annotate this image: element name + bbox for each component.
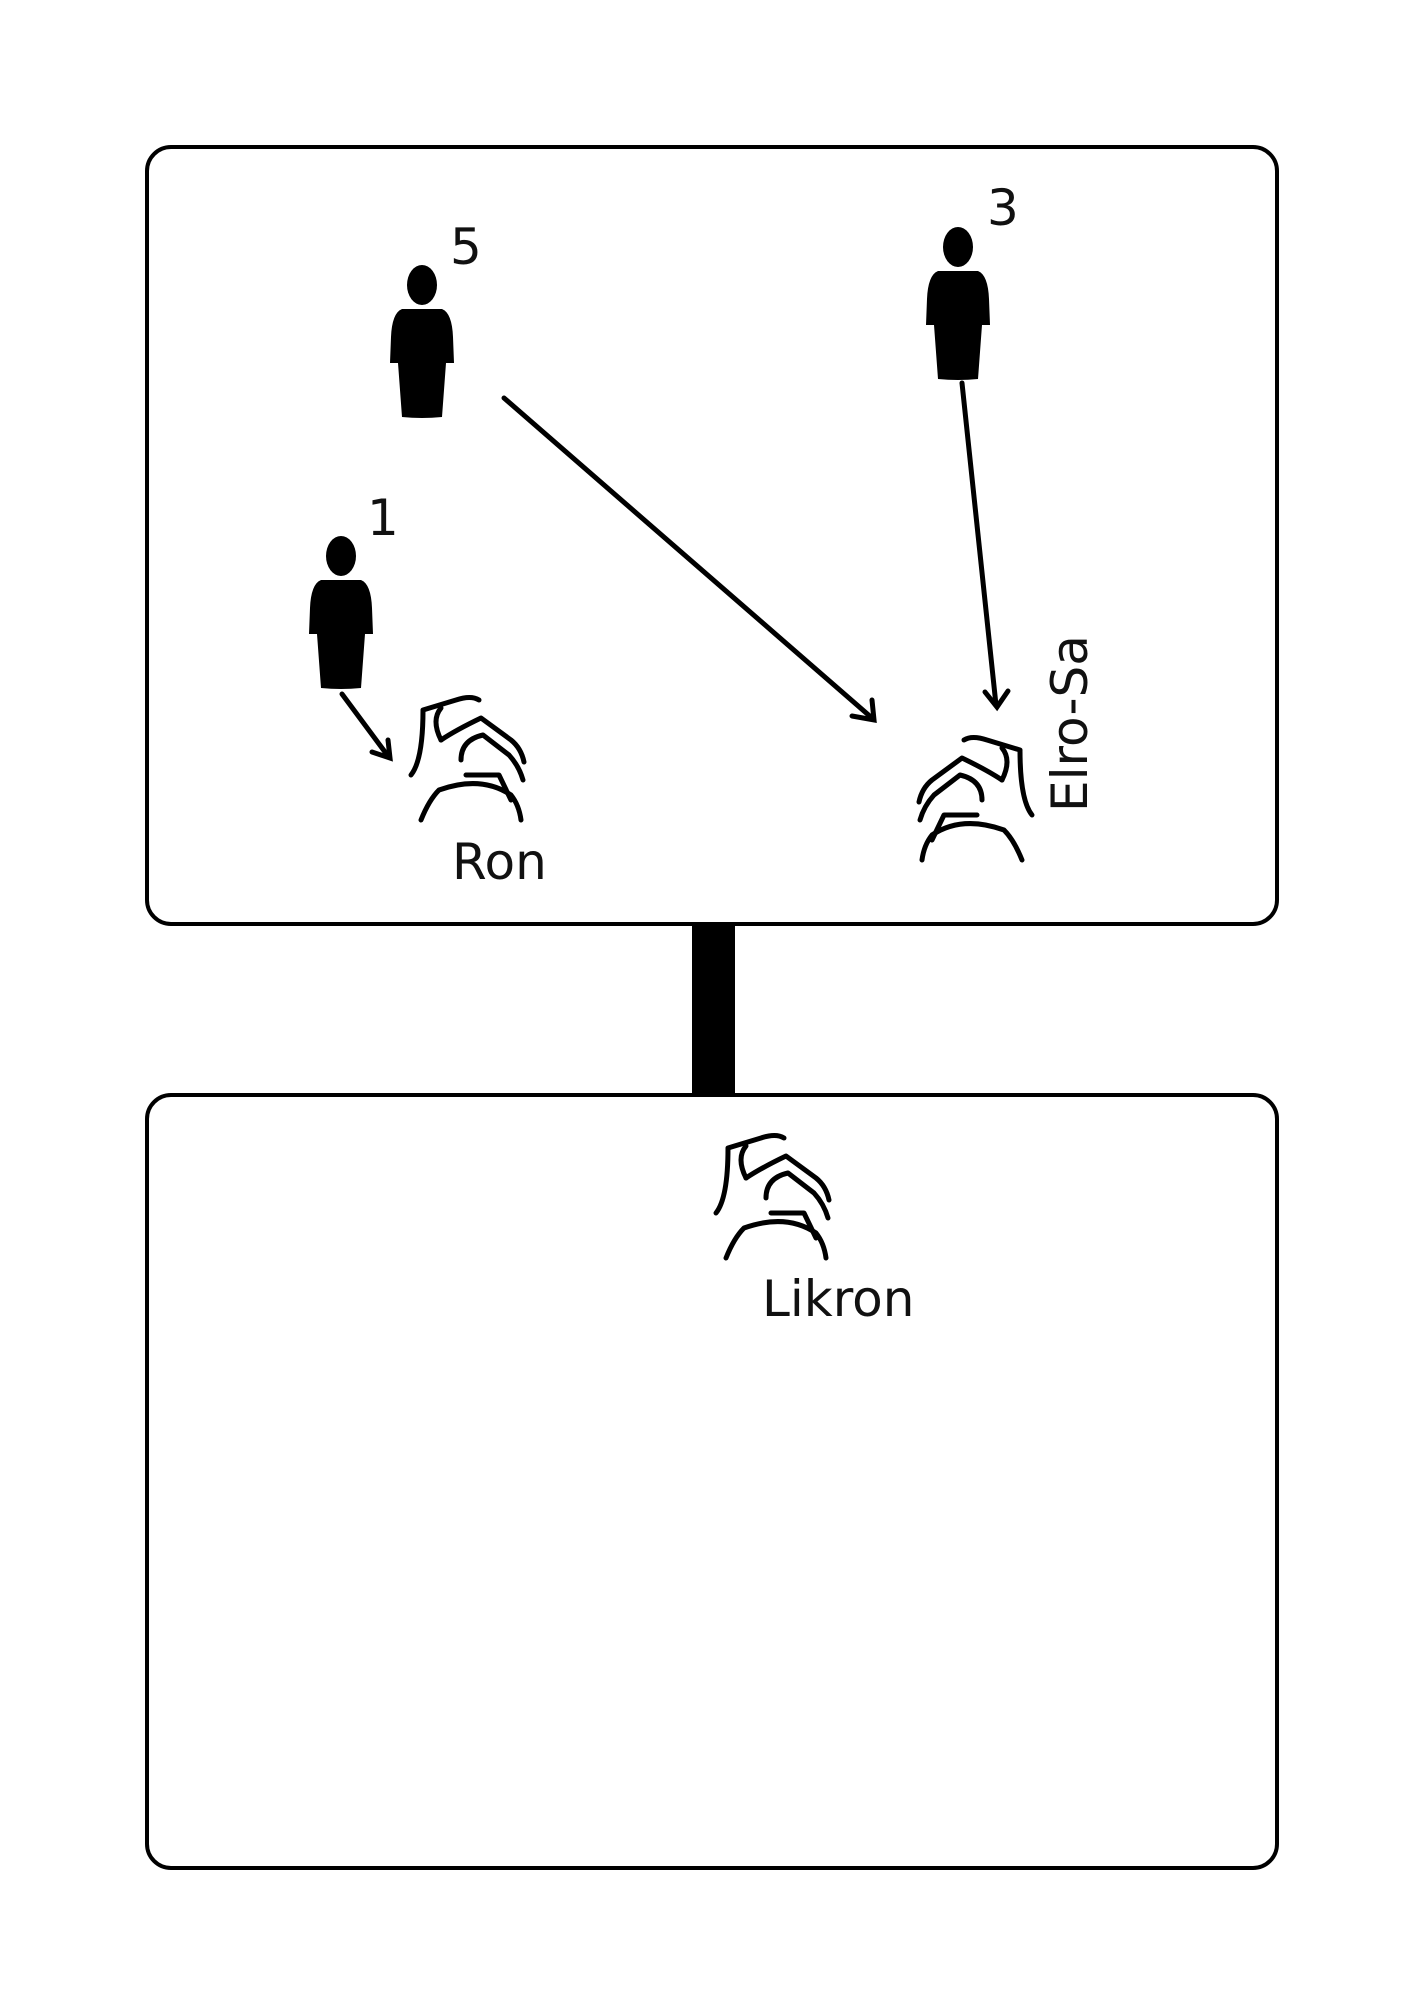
person-number: 1 xyxy=(367,489,399,547)
person-icon xyxy=(309,536,373,689)
hand-label-likron: Likron xyxy=(762,1270,915,1328)
person-number: 3 xyxy=(987,179,1019,237)
hand-icon xyxy=(919,738,1032,861)
arrow-5-to-elro-sa xyxy=(501,395,875,721)
arrowhead-icon xyxy=(982,688,1011,712)
top-panel xyxy=(145,145,1279,926)
person-icon xyxy=(926,227,990,380)
person-number: 5 xyxy=(450,218,482,276)
hand-label-elro-sa: Elro-Sa xyxy=(1041,635,1099,812)
arrow-1-to-ron xyxy=(339,691,391,759)
arrowhead-icon xyxy=(849,697,877,724)
panel-connector xyxy=(692,924,735,1095)
bottom-panel xyxy=(145,1093,1279,1870)
person-icon xyxy=(390,265,454,418)
arrowhead-icon xyxy=(369,737,393,762)
arrow-3-to-elro-sa xyxy=(959,380,999,708)
hand-icon xyxy=(411,698,524,821)
hand-icon xyxy=(716,1136,829,1259)
hand-label-ron: Ron xyxy=(452,833,547,891)
